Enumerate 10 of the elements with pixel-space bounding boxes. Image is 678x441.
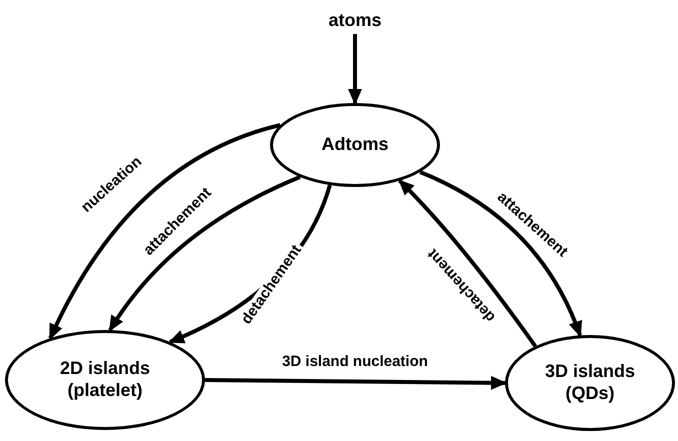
node-text: 2D islands (platelet) bbox=[58, 358, 152, 402]
arrow bbox=[419, 170, 582, 338]
arrow bbox=[108, 175, 301, 332]
node-text: 3D islands (QDs) bbox=[544, 361, 636, 405]
arrow bbox=[48, 123, 281, 340]
node-label: atoms bbox=[315, 8, 395, 34]
arrow bbox=[348, 34, 362, 105]
arrow bbox=[204, 376, 507, 390]
node-text: Adtoms bbox=[322, 134, 388, 156]
arrow bbox=[398, 179, 537, 348]
